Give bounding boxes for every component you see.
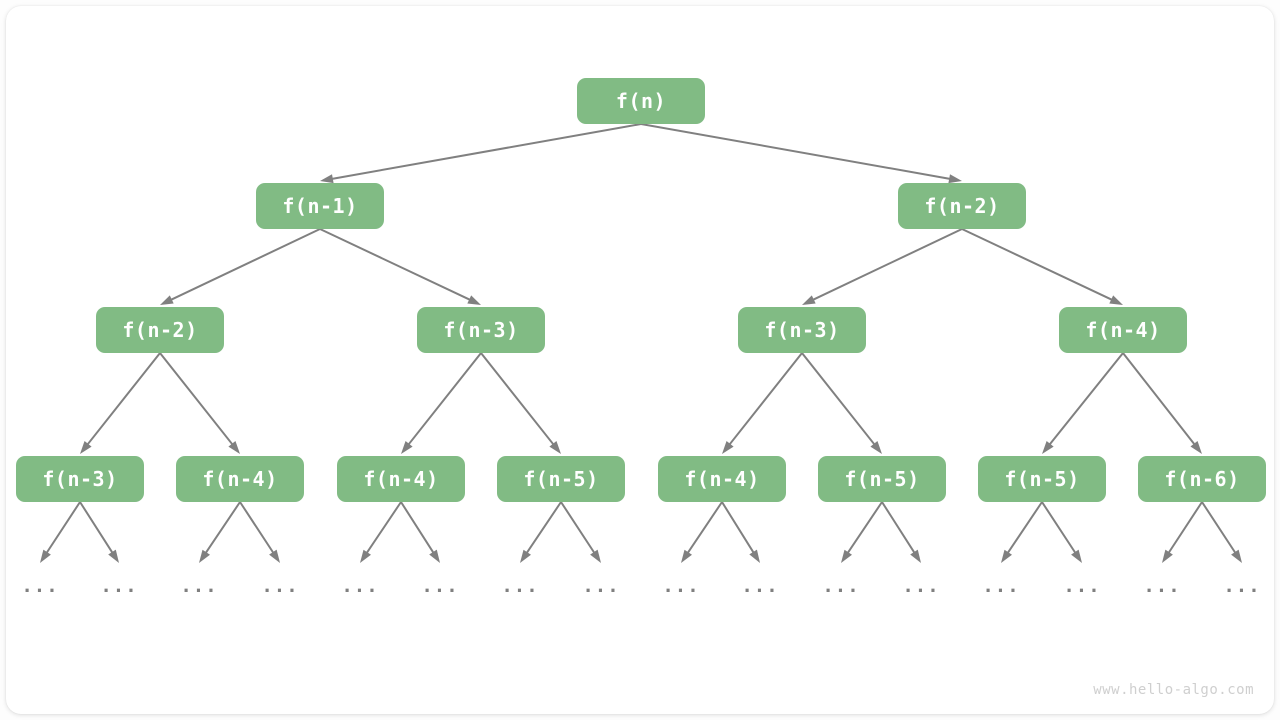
tree-node: f(n-4)	[176, 456, 304, 502]
tree-edge	[881, 501, 915, 554]
leaf-ellipsis: ...	[501, 575, 539, 597]
tree-edge	[170, 228, 321, 301]
edge-arrowhead	[870, 441, 882, 454]
edge-arrowhead	[520, 549, 531, 563]
tree-node: f(n-4)	[1059, 307, 1187, 353]
edge-arrowhead	[948, 174, 962, 184]
tree-edge	[847, 501, 883, 554]
tree-edge	[366, 501, 402, 554]
tree-edge	[812, 228, 963, 301]
leaf-ellipsis: ...	[822, 575, 860, 597]
tree-edge	[687, 501, 723, 554]
edge-arrowhead	[1109, 295, 1123, 305]
tree-edge	[46, 501, 81, 554]
tree-node: f(n)	[577, 78, 705, 124]
tree-node: f(n-6)	[1138, 456, 1266, 502]
edge-arrowhead	[467, 295, 481, 305]
leaf-ellipsis: ...	[261, 575, 299, 597]
leaf-ellipsis: ...	[21, 575, 59, 597]
edge-arrowhead	[429, 549, 440, 563]
edge-arrowhead	[80, 441, 92, 454]
tree-edge	[205, 501, 241, 554]
leaf-ellipsis: ...	[1223, 575, 1261, 597]
tree-edge	[1122, 352, 1195, 445]
tree-node: f(n-3)	[738, 307, 866, 353]
tree-node: f(n-4)	[658, 456, 786, 502]
tree-node: f(n-5)	[978, 456, 1106, 502]
edge-arrowhead	[108, 549, 119, 563]
tree-edge	[560, 501, 595, 554]
edge-arrowhead	[228, 441, 240, 454]
edge-arrowhead	[360, 549, 371, 563]
tree-edge	[480, 352, 554, 445]
edge-arrowhead	[549, 441, 561, 454]
edge-arrowhead	[269, 549, 280, 563]
leaf-ellipsis: ...	[421, 575, 459, 597]
leaf-ellipsis: ...	[341, 575, 379, 597]
tree-node: f(n-3)	[417, 307, 545, 353]
edge-arrowhead	[841, 549, 852, 563]
tree-edge	[526, 501, 562, 554]
tree-edge	[331, 123, 642, 180]
tree-edge	[1007, 501, 1043, 554]
tree-edge	[1049, 352, 1124, 445]
tree-edge	[801, 352, 875, 445]
edge-arrowhead	[722, 441, 734, 454]
diagram-card: f(n) f(n-1) f(n-2) f(n-2) f(n-3) f(n-3) f(n-4)…	[6, 6, 1274, 714]
edge-arrowhead	[590, 549, 601, 563]
tree-edge	[721, 501, 755, 553]
tree-edge	[1168, 501, 1203, 554]
edge-arrowhead	[40, 549, 51, 563]
edge-arrowhead	[749, 549, 760, 563]
edge-arrowhead	[1231, 549, 1242, 563]
tree-edge	[408, 352, 482, 445]
tree-node: f(n-2)	[898, 183, 1026, 229]
edge-arrowhead	[1162, 549, 1173, 563]
tree-edge	[640, 123, 951, 180]
leaf-ellipsis: ...	[902, 575, 940, 597]
tree-edge	[319, 228, 471, 301]
tree-edge	[729, 352, 803, 445]
tree-edge	[239, 501, 274, 554]
edge-arrowhead	[199, 549, 210, 563]
watermark: www.hello-algo.com	[1093, 682, 1254, 698]
edge-arrowhead	[320, 174, 334, 184]
edge-arrowhead	[1190, 440, 1202, 454]
edge-arrowhead	[160, 295, 174, 305]
tree-node: f(n-5)	[497, 456, 625, 502]
leaf-ellipsis: ...	[741, 575, 779, 597]
tree-node: f(n-1)	[256, 183, 384, 229]
tree-node: f(n-5)	[818, 456, 946, 502]
leaf-ellipsis: ...	[1063, 575, 1101, 597]
tree-node: f(n-4)	[337, 456, 465, 502]
leaf-ellipsis: ...	[100, 575, 138, 597]
diagram-stage: f(n) f(n-1) f(n-2) f(n-2) f(n-3) f(n-3) f(n-4)…	[6, 6, 1274, 714]
tree-edge	[159, 352, 233, 445]
tree-node: f(n-3)	[16, 456, 144, 502]
tree-edge	[961, 228, 1113, 301]
edge-arrowhead	[1042, 441, 1054, 454]
edge-arrowhead	[1001, 549, 1012, 563]
tree-node: f(n-2)	[96, 307, 224, 353]
tree-edge	[1201, 501, 1236, 554]
tree-edge	[400, 501, 434, 554]
edge-arrowhead	[681, 549, 692, 563]
edge-arrowhead	[910, 549, 921, 563]
tree-edge	[79, 501, 113, 554]
edge-arrowhead	[1071, 549, 1082, 563]
leaf-ellipsis: ...	[582, 575, 620, 597]
edge-arrowhead	[802, 295, 816, 305]
tree-edge	[87, 352, 161, 445]
tree-edge	[1041, 501, 1076, 554]
leaf-ellipsis: ...	[180, 575, 218, 597]
leaf-ellipsis: ...	[1143, 575, 1181, 597]
edge-arrowhead	[401, 441, 413, 454]
leaf-ellipsis: ...	[982, 575, 1020, 597]
leaf-ellipsis: ...	[662, 575, 700, 597]
